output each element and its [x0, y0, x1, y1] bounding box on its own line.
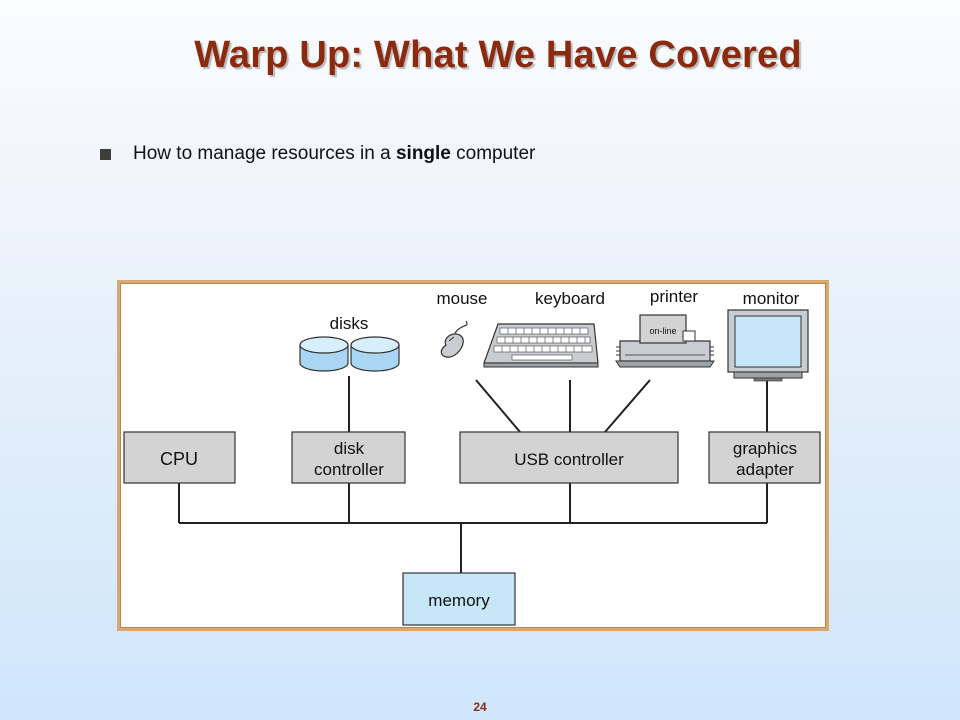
usb-controller-label: USB controller: [514, 450, 624, 469]
mouse-icon: [440, 320, 468, 358]
memory-label: memory: [428, 591, 490, 610]
bullet-item: How to manage resources in a single comp…: [100, 143, 535, 165]
disk-icon: [299, 336, 349, 372]
keyboard-label: keyboard: [535, 289, 605, 308]
cpu-box: [123, 431, 236, 484]
disk-controller-label-line1: disk: [334, 439, 365, 458]
disk-icon: [350, 336, 400, 372]
graphics-adapter-label-line2: adapter: [736, 460, 794, 479]
computer-system-diagram: CPU disk controller USB controller graph…: [117, 280, 829, 631]
disk-controller-box: [291, 431, 406, 484]
disk-controller-label-line2: controller: [314, 460, 384, 479]
page-number: 24: [473, 700, 487, 714]
mouse-label: mouse: [436, 289, 487, 308]
monitor-label: monitor: [743, 289, 800, 308]
graphics-adapter-label-line1: graphics: [733, 439, 797, 458]
disks-label: disks: [330, 314, 369, 333]
bullet-text: How to manage resources in a single comp…: [133, 143, 535, 165]
monitor-icon: [727, 309, 809, 382]
graphics-adapter-box: [708, 431, 821, 484]
cpu-label: CPU: [160, 449, 198, 469]
bullet-text-end: computer: [450, 143, 536, 164]
diagram-canvas: CPU disk controller USB controller graph…: [123, 287, 821, 626]
bullet-text-start: How to manage resources in a: [133, 143, 396, 164]
keyboard-icon: [483, 323, 599, 368]
slide-title: Warp Up: What We Have Covered: [194, 34, 802, 76]
memory-box: [402, 572, 516, 626]
bus-lines: [178, 376, 768, 573]
printer-label: printer: [650, 287, 699, 306]
printer-panel-label: on-line: [649, 326, 676, 336]
bullet-square-icon: [100, 148, 111, 160]
printer-icon: on-line: [615, 314, 715, 368]
usb-controller-box: [459, 431, 679, 484]
bullet-text-emphasis: single: [395, 143, 451, 164]
